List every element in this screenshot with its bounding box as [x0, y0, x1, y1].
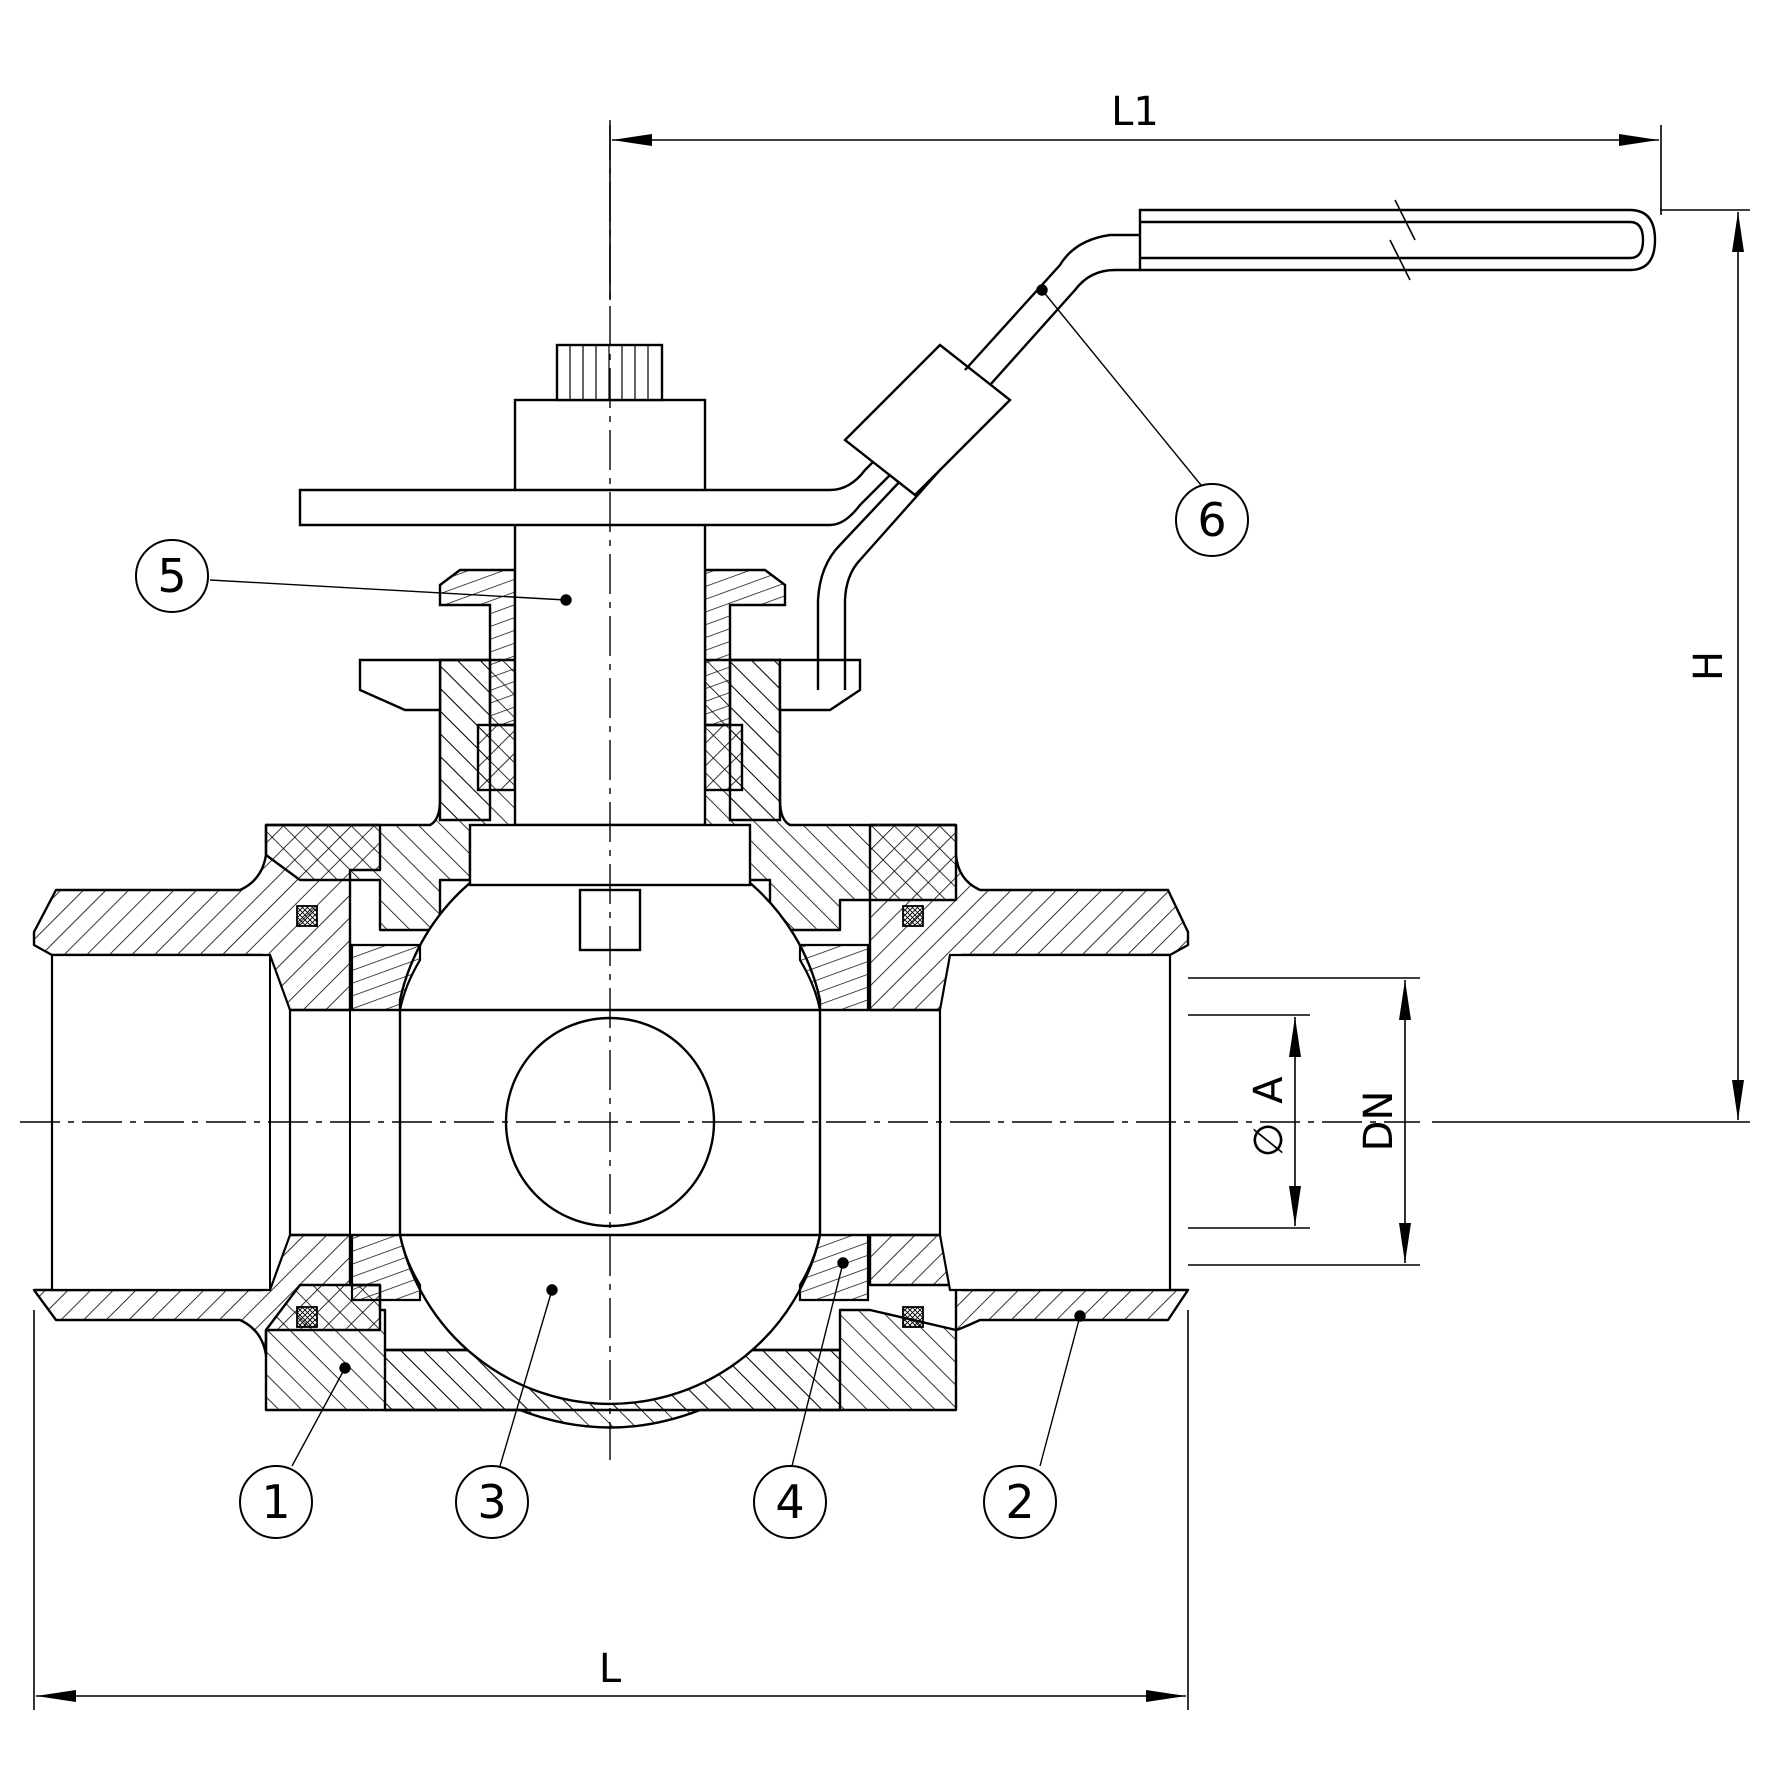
dim-L1-label: L1: [1111, 89, 1159, 135]
balloon-3: 3: [455, 1465, 529, 1539]
balloon-1-label: 1: [261, 1475, 290, 1529]
center-lines: [20, 120, 1420, 1460]
dim-L-label: L: [599, 1646, 622, 1692]
o-ring: [902, 905, 924, 927]
packing-right: [703, 723, 744, 792]
dim-A-label: A: [1246, 1076, 1292, 1104]
lock-plate: [358, 658, 442, 712]
part-balloons: 1 3 4 2 5 6: [135, 483, 1249, 1539]
balloon-6-label: 6: [1197, 493, 1226, 547]
seat-right-lower: [798, 1233, 870, 1302]
seat-right-upper: [798, 943, 870, 1012]
dim-H-label: H: [1686, 651, 1732, 681]
handle: [816, 199, 1657, 690]
seats: [350, 943, 870, 1302]
seat-left-upper: [350, 943, 422, 1012]
o-ring: [902, 1306, 924, 1328]
handle-lever: [816, 459, 941, 690]
leader-lines: [209, 284, 1206, 1467]
handle-arm: [964, 233, 1140, 386]
balloon-4-label: 4: [775, 1475, 804, 1529]
balloon-3-label: 3: [477, 1475, 506, 1529]
lock-plate-right: [778, 658, 862, 712]
balloon-2-label: 2: [1005, 1475, 1034, 1529]
balloon-1: 1: [239, 1465, 313, 1539]
handle-grip: [1138, 208, 1657, 272]
balloon-2: 2: [983, 1465, 1057, 1539]
balloon-5: 5: [135, 539, 209, 613]
balloon-6: 6: [1175, 483, 1249, 557]
o-rings: [296, 905, 924, 1328]
seat-left-lower: [350, 1233, 422, 1302]
o-ring: [296, 905, 318, 927]
o-ring: [296, 1306, 318, 1328]
dim-DN-label: DN: [1356, 1091, 1402, 1152]
dimension-lines: [33, 125, 1750, 1710]
balloon-4: 4: [753, 1465, 827, 1539]
dim-diameter-symbol: ∅: [1246, 1123, 1292, 1158]
balloon-5-label: 5: [157, 549, 186, 603]
stem-assembly: [298, 343, 897, 887]
packing-left: [476, 723, 517, 792]
dimension-labels: L1 L H DN ∅ A: [599, 89, 1732, 1692]
handle-sleeve: [843, 343, 1012, 497]
